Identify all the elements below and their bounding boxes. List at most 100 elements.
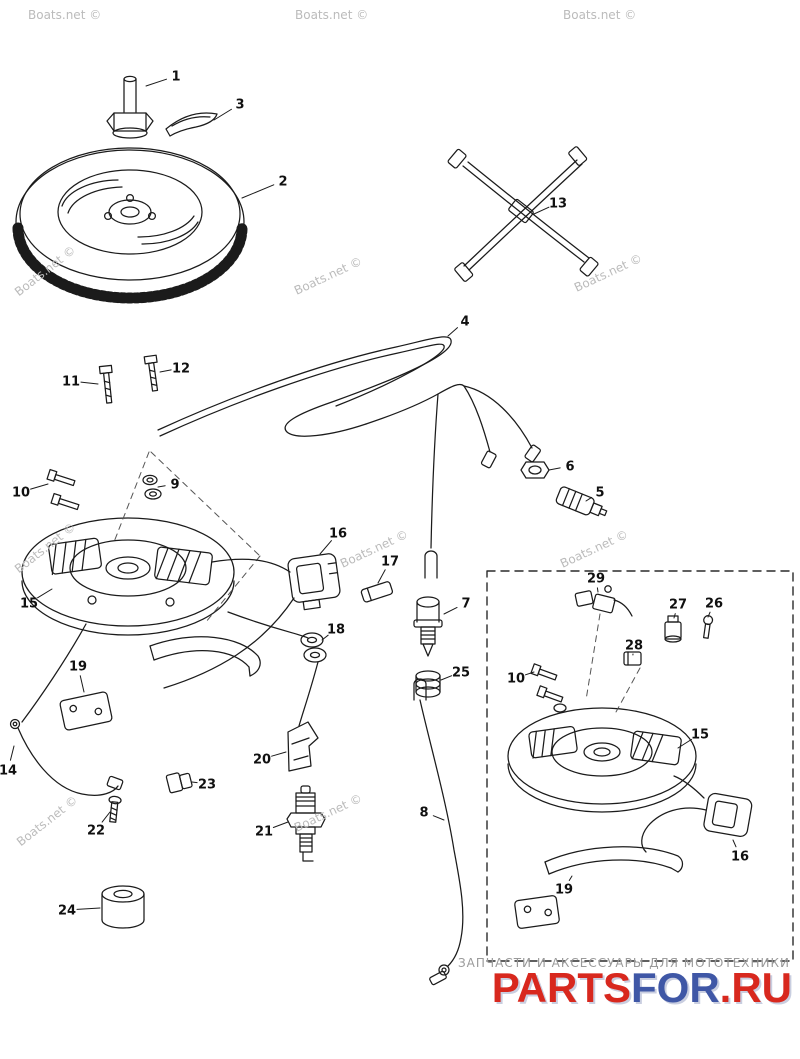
part-callout-25: 25 <box>452 666 470 681</box>
part-callout-12: 12 <box>172 362 190 377</box>
part-callout-4: 4 <box>460 315 469 330</box>
callout-leader-line <box>272 821 289 828</box>
ground-wire-drawing <box>9 718 124 796</box>
watermark: Boats.net © <box>563 8 637 22</box>
inset-boundary <box>486 570 794 962</box>
condenser-27-drawing <box>664 615 682 643</box>
callout-leader-line <box>76 907 101 910</box>
callout-leader-line <box>585 496 593 502</box>
nut-drawing <box>520 461 550 479</box>
sensor-drawing <box>413 596 443 657</box>
callout-leader-line <box>377 569 386 584</box>
part-callout-14: 14 <box>0 764 17 779</box>
part-callout-20: 20 <box>253 753 271 768</box>
ignition-coil-left-drawing <box>163 553 341 689</box>
callout-leader-line <box>673 613 676 619</box>
screws-11-12-drawing <box>98 354 159 404</box>
footer-tagline: ЗАПЧАСТИ И АКСЕССУАРЫ ДЛЯ МОТОТЕХНИКИ <box>457 956 790 970</box>
part-callout-22: 22 <box>87 824 105 839</box>
callout-leader-line <box>80 381 99 385</box>
clamp-23-drawing <box>165 772 193 794</box>
cap-24-drawing <box>101 885 145 929</box>
screws-10-right-drawing <box>530 663 567 713</box>
part-callout-6: 6 <box>565 460 574 475</box>
logo-segment: FOR <box>631 964 720 1011</box>
grommet-25-drawing <box>415 670 441 698</box>
callout-leader-line <box>241 184 275 199</box>
logo-segment: .RU <box>719 964 792 1011</box>
callout-leader-line <box>443 606 458 615</box>
part-callout-27: 27 <box>669 598 687 613</box>
part-callout-16: 16 <box>329 527 347 542</box>
callout-leader-line <box>101 811 111 823</box>
stator-plate-left-drawing <box>21 451 309 723</box>
part-callout-11: 11 <box>62 375 80 390</box>
part-callout-15: 15 <box>20 597 38 612</box>
part-callout-23: 23 <box>198 778 216 793</box>
callout-leader-line <box>321 634 329 641</box>
part-callout-3: 3 <box>235 98 244 113</box>
callout-leader-line <box>432 815 445 821</box>
part-callout-10: 10 <box>507 672 525 687</box>
part-callout-9: 9 <box>170 478 179 493</box>
ignition-coil-right-drawing <box>641 775 753 853</box>
screws-10-left-drawing <box>46 468 80 511</box>
part-callout-5: 5 <box>595 486 604 501</box>
part-callout-21: 21 <box>255 825 273 840</box>
callout-leader-line <box>732 839 737 848</box>
stator-plate-right-drawing <box>507 613 697 813</box>
pin-17-drawing <box>360 581 394 603</box>
watermark: Boats.net © <box>28 8 102 22</box>
callout-leader-line <box>157 485 166 488</box>
part-callout-16: 16 <box>731 850 749 865</box>
part-callout-26: 26 <box>705 597 723 612</box>
trigger-29-drawing <box>574 585 633 617</box>
callout-leader-line <box>30 483 49 490</box>
grommets-18-drawing <box>298 632 327 727</box>
washer-drawing <box>142 474 162 500</box>
watermark: Boats.net © <box>295 8 369 22</box>
callout-leader-line <box>548 467 561 471</box>
part-callout-10: 10 <box>12 486 30 501</box>
crankshaft-pin-drawing <box>106 75 154 139</box>
callout-leader-line <box>145 78 168 87</box>
bracket-band-right-drawing <box>514 846 684 929</box>
callout-leader-line <box>524 671 535 676</box>
part-callout-28: 28 <box>625 639 643 654</box>
callout-leader-line <box>79 675 85 693</box>
callout-leader-line <box>707 611 711 618</box>
part-callout-7: 7 <box>461 597 470 612</box>
callout-leader-line <box>677 738 693 749</box>
spark-plug-boot-drawing <box>287 721 319 772</box>
part-callout-2: 2 <box>278 175 287 190</box>
part-callout-15: 15 <box>691 728 709 743</box>
part-callout-1: 1 <box>171 70 180 85</box>
callout-leader-line <box>159 369 172 373</box>
callout-leader-line <box>37 588 53 599</box>
callout-leader-line <box>271 751 287 757</box>
partsfor-logo: PARTSFOR.RU <box>492 967 792 1009</box>
part-callout-24: 24 <box>58 904 76 919</box>
callout-leader-line <box>440 675 453 681</box>
wedge-key-drawing <box>165 112 218 137</box>
bracket-band-left-drawing <box>59 636 261 731</box>
callout-leader-line <box>191 781 198 784</box>
callout-leader-line <box>568 875 573 881</box>
wire-harness-drawing <box>447 146 599 282</box>
plug-drawing <box>555 486 608 517</box>
block-28-drawing <box>623 651 642 666</box>
part-callout-18: 18 <box>327 623 345 638</box>
screw-22-drawing <box>108 795 122 823</box>
callout-leader-line <box>213 108 232 121</box>
spark-plug-drawing <box>286 785 326 862</box>
callout-leader-line <box>319 540 332 555</box>
part-callout-13: 13 <box>549 197 567 212</box>
part-callout-17: 17 <box>381 555 399 570</box>
logo-segment: PARTS <box>491 964 631 1011</box>
callout-leader-line <box>447 327 459 337</box>
screw-26-drawing <box>703 615 714 639</box>
part-callout-19: 19 <box>555 883 573 898</box>
